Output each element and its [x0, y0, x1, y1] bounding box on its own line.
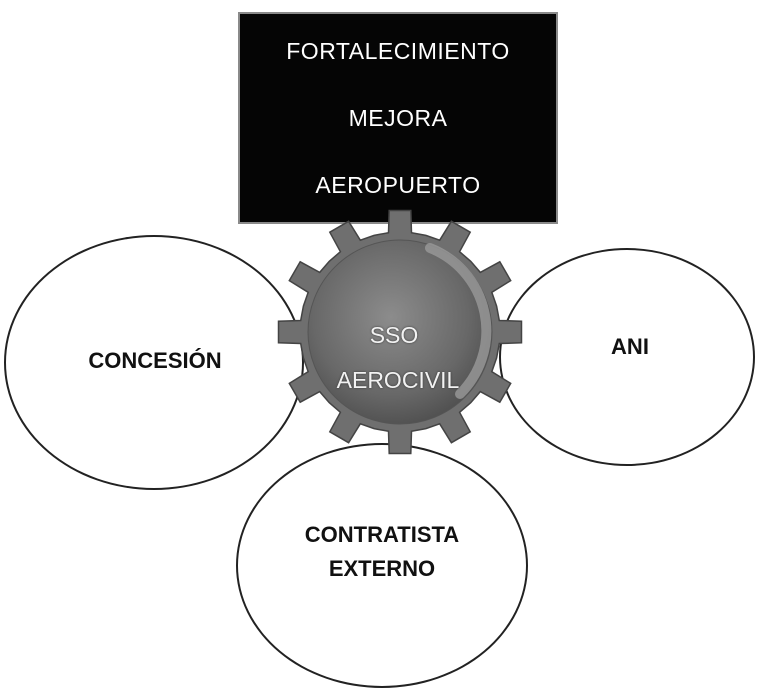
- top-black-box: FORTALECIMIENTO MEJORA AEROPUERTO: [238, 12, 558, 224]
- concesion-ellipse: [4, 235, 304, 490]
- gear-icon: [277, 209, 523, 455]
- gear-label-sso: SSO: [369, 322, 419, 348]
- gear-label-aerocivil: AEROCIVIL: [336, 367, 460, 393]
- externo-line: EXTERNO: [328, 556, 436, 582]
- top-box-line-mejora: MEJORA: [348, 105, 448, 131]
- top-box-line-fortalecimiento: FORTALECIMIENTO: [286, 38, 510, 64]
- ani-label: ANI: [611, 334, 649, 359]
- contratista-line: CONTRATISTA: [304, 522, 460, 547]
- contratista-externo-label: CONTRATISTA EXTERNO: [292, 518, 472, 586]
- gear-disk: [307, 239, 493, 425]
- gear-highlight-arc: [425, 243, 492, 399]
- top-box-line-aeropuerto: AEROPUERTO: [315, 172, 481, 198]
- ani-ellipse: [499, 248, 755, 466]
- concesion-label: CONCESIÓN: [88, 348, 222, 373]
- contratista-ellipse: [236, 443, 528, 688]
